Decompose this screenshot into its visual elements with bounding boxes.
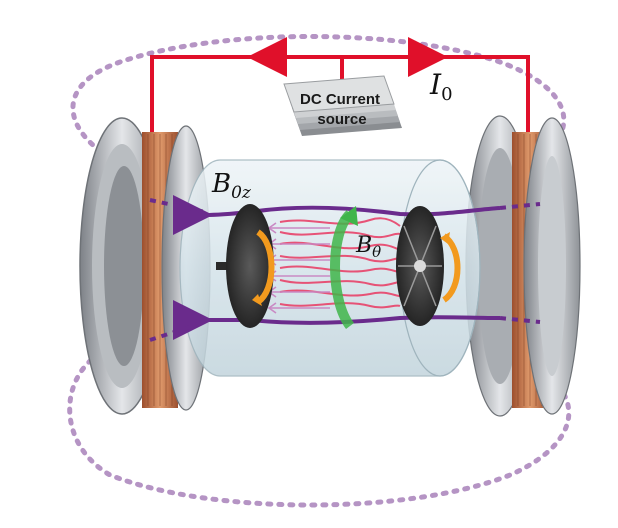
return-field-loop-top [70,34,567,181]
rotor-disk-icon [226,204,274,328]
azimuthal-field-label: Bθ [355,233,381,261]
left-coil [79,117,211,415]
return-field-loop-bottom [67,342,572,508]
source-label-line1: DC Current [300,91,380,108]
streamlines [279,217,401,309]
left-rotor [216,204,275,328]
axial-field-label: B0z [211,169,252,203]
axial-field-lines [149,195,541,342]
azimuthal-field-arrow [330,206,358,330]
right-coil [465,115,581,417]
right-rotor [396,206,461,326]
source-label-line2: source [317,111,366,128]
dc-current-source: DC Current source [283,75,402,136]
current-label: I0 [429,68,453,105]
